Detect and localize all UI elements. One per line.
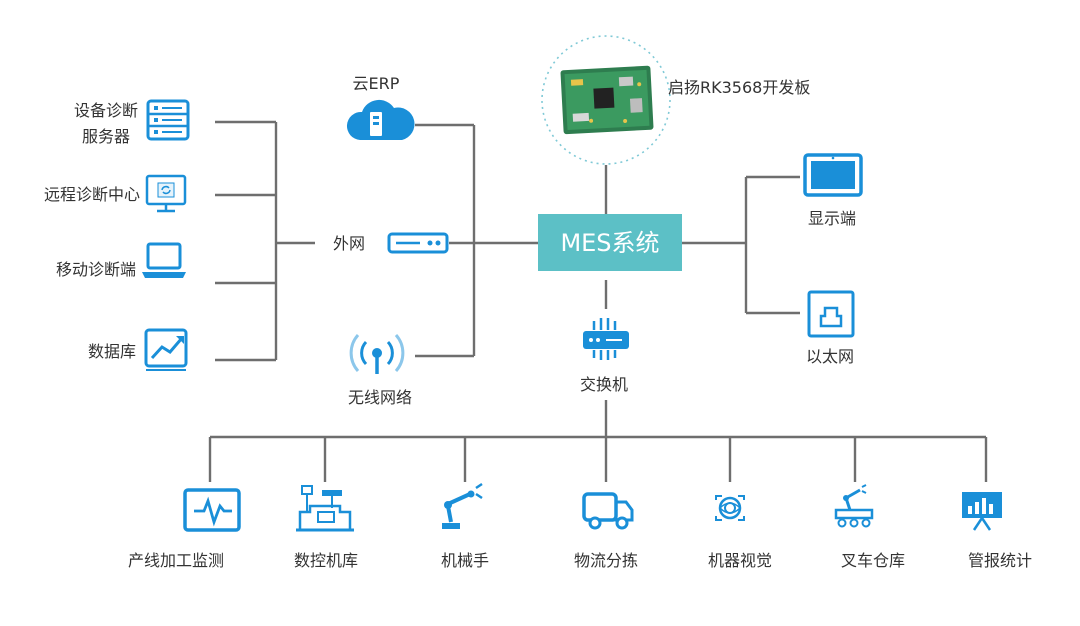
mes-system-box: MES系统 xyxy=(538,214,682,271)
node-label: 交换机 xyxy=(580,375,628,394)
node-label: 以太网 xyxy=(806,347,854,366)
node-forklift-warehouse: 叉车仓库 xyxy=(834,484,905,570)
node-label: 机械手 xyxy=(441,551,489,570)
circuit-board-icon xyxy=(560,65,654,135)
node-label: 数据库 xyxy=(88,342,136,361)
ethernet-port-icon xyxy=(807,290,855,338)
waveform-monitor-icon xyxy=(183,488,241,532)
forklift-robot-icon xyxy=(834,484,874,528)
eye-scan-icon xyxy=(715,495,745,521)
wireless-icon xyxy=(349,334,405,374)
node-label: 外网 xyxy=(333,234,365,253)
node-wan: 外网 xyxy=(333,232,449,254)
mes-box-bg xyxy=(538,214,682,271)
node-diagnostic-server: 设备诊断 服务器 xyxy=(74,99,190,146)
node-label: 产线加工监测 xyxy=(128,551,224,570)
node-label: 移动诊断端 xyxy=(56,260,136,279)
node-switch: 交换机 xyxy=(580,318,629,394)
connector-lines xyxy=(208,120,988,482)
chart-icon xyxy=(144,328,188,371)
node-database: 数据库 xyxy=(88,328,188,371)
node-logistics-sorting: 物流分拣 xyxy=(574,492,638,570)
dev-board: 启扬RK3568开发板 xyxy=(541,35,810,165)
robot-arm-icon xyxy=(442,482,483,529)
monitor-icon xyxy=(145,174,187,213)
node-remote-diagnosis-center: 远程诊断中心 xyxy=(44,174,187,213)
node-label: 管报统计 xyxy=(968,551,1032,570)
truck-icon xyxy=(582,492,634,530)
switch-icon xyxy=(583,318,629,360)
mes-system-label: MES系统 xyxy=(560,229,659,257)
node-cloud-erp: 云ERP xyxy=(346,74,415,140)
node-wireless: 无线网络 xyxy=(348,334,412,407)
node-report-statistics: 管报统计 xyxy=(962,492,1032,570)
node-label: 显示端 xyxy=(808,209,856,228)
node-label-line2: 服务器 xyxy=(82,127,130,146)
node-machine-vision: 机器视觉 xyxy=(708,495,772,570)
node-label: 物流分拣 xyxy=(574,551,638,570)
node-label: 远程诊断中心 xyxy=(44,185,140,204)
node-label: 数控机库 xyxy=(294,551,358,570)
node-label: 云ERP xyxy=(353,74,400,93)
router-icon xyxy=(387,232,449,254)
laptop-icon xyxy=(142,242,186,278)
board-label: 启扬RK3568开发板 xyxy=(668,78,810,97)
node-label-line1: 设备诊断 xyxy=(74,101,138,120)
node-label: 无线网络 xyxy=(348,388,412,407)
node-robot-arm: 机械手 xyxy=(441,482,489,570)
node-label: 机器视觉 xyxy=(708,551,772,570)
node-mobile-diagnosis: 移动诊断端 xyxy=(56,242,186,279)
cnc-machine-icon xyxy=(296,485,354,532)
node-line-monitoring: 产线加工监测 xyxy=(128,488,241,570)
node-cnc-library: 数控机库 xyxy=(294,485,358,570)
cloud-server-icon xyxy=(346,99,415,140)
node-label: 叉车仓库 xyxy=(841,551,905,570)
node-display: 显示端 xyxy=(803,153,863,228)
node-ethernet: 以太网 xyxy=(806,290,855,366)
bar-chart-board-icon xyxy=(962,492,1002,531)
server-icon xyxy=(146,99,190,141)
tablet-icon xyxy=(803,153,863,197)
